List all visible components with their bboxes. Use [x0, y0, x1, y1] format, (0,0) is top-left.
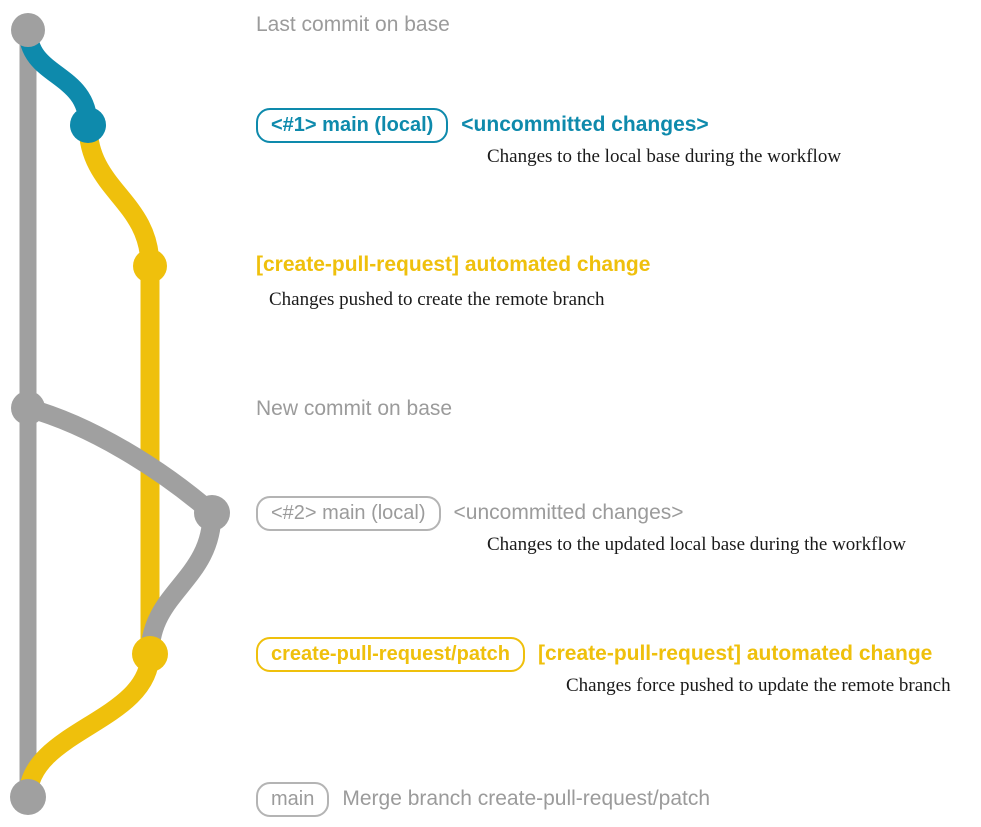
commit-node-last-commit-on-base[interactable]	[11, 13, 45, 47]
edge-remote2-to-merge	[18, 644, 160, 807]
commit-node-local-1[interactable]	[70, 107, 106, 143]
commit-node-new-commit-on-base[interactable]	[11, 391, 45, 425]
commit-node-remote-patch[interactable]	[132, 636, 168, 672]
commit-subject-local-1: <uncommitted changes>	[461, 113, 709, 136]
commit-subject-merge-main: Merge branch create-pull-request/patch	[342, 787, 711, 810]
commit-note-local-2: Changes to the updated local base during…	[487, 534, 906, 555]
commit-node-local-2[interactable]	[194, 495, 230, 531]
commit-subject-remote-create: [create-pull-request] automated change	[256, 253, 651, 276]
commit-row-merge-main: main Merge branch create-pull-request/pa…	[256, 782, 710, 817]
ref-badge-local-2[interactable]: <#2> main (local)	[256, 496, 441, 531]
commit-row-local-2: <#2> main (local) <uncommitted changes>	[256, 496, 684, 531]
commit-note-local-1: Changes to the local base during the wor…	[487, 146, 842, 167]
commit-subject-last-commit-on-base: Last commit on base	[256, 13, 450, 36]
edge-local1-to-remote1	[78, 115, 160, 276]
edge-local2-to-remote2	[140, 503, 222, 664]
ref-badge-local-1[interactable]: <#1> main (local)	[256, 108, 449, 143]
commit-subject-new-commit-on-base: New commit on base	[256, 397, 453, 420]
commit-node-remote-create[interactable]	[133, 249, 167, 283]
commit-subject-local-2: <uncommitted changes>	[453, 501, 684, 524]
commit-subject-remote-patch: [create-pull-request] automated change	[537, 642, 933, 665]
edge-base2-to-local2	[18, 398, 222, 523]
commit-node-merge-main[interactable]	[10, 779, 46, 815]
ref-badge-main[interactable]: main	[256, 782, 330, 817]
commit-row-remote-patch: create-pull-request/patch [create-pull-r…	[256, 637, 932, 672]
commit-note-remote-patch: Changes force pushed to update the remot…	[566, 675, 951, 696]
commit-note-remote-create: Changes pushed to create the remote bran…	[269, 289, 605, 310]
ref-badge-remote-patch[interactable]: create-pull-request/patch	[256, 637, 525, 672]
commit-row-local-1: <#1> main (local) <uncommitted changes>	[256, 108, 709, 143]
